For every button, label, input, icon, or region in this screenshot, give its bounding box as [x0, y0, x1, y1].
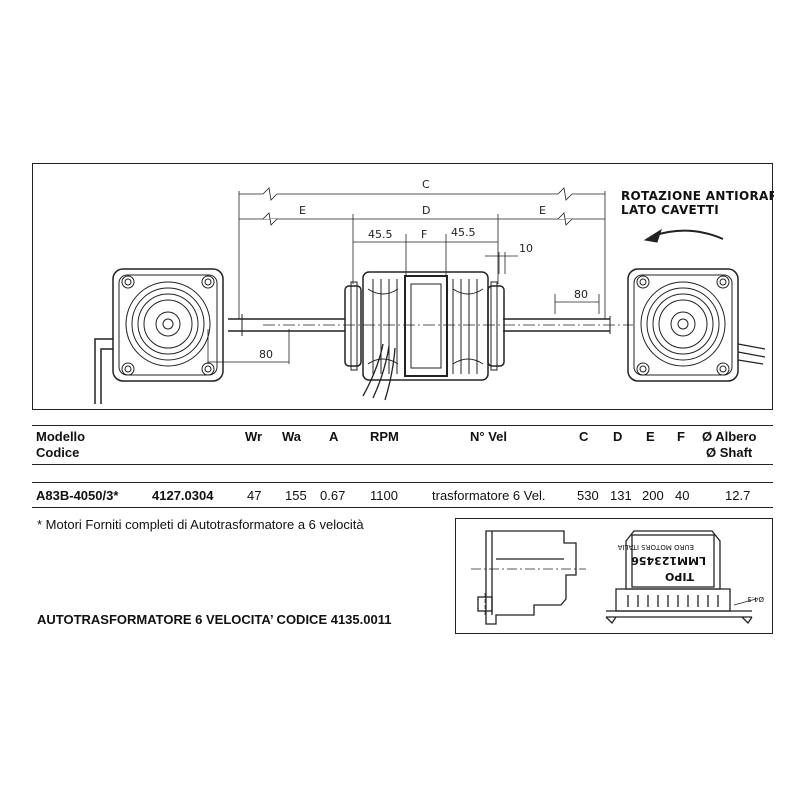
cell-d: 131 [610, 488, 632, 503]
dim-10-label: 10 [519, 242, 533, 255]
header-wr: Wr [245, 429, 263, 444]
specs-table-header: Modello Codice Wr Wa A RPM N° Vel C D E … [32, 425, 773, 465]
dim-e-right-label: E [539, 204, 546, 217]
cell-c: 530 [577, 488, 599, 503]
header-wa: Wa [282, 429, 302, 444]
transformer-side-view [471, 530, 586, 625]
transformer-brand-label: EURO MOTORS ITALIA [617, 543, 694, 551]
dim-80-right-label: 80 [574, 288, 588, 301]
motor-body [263, 271, 633, 401]
header-c: C [579, 429, 589, 444]
header-albero: Ø Albero [702, 429, 757, 444]
cell-f: 40 [675, 488, 690, 503]
cell-wr: 47 [247, 488, 262, 503]
header-a: A [329, 429, 339, 444]
dim-d-label: D [422, 204, 430, 217]
header-modello: Modello [36, 429, 86, 444]
motor-drawing-svg: C E D E 45.5 F 45.5 10 80 80 ROTAZIONE A… [94, 178, 774, 404]
autotransformer-title: AUTOTRASFORMATORE 6 VELOCITA’ CODICE 413… [37, 612, 392, 627]
cell-albero: 12.7 [725, 488, 751, 503]
header-rpm: RPM [370, 429, 399, 444]
dim-80-left-label: 80 [259, 348, 273, 361]
cell-a: 0.67 [320, 488, 346, 503]
cell-nvel: trasformatore 6 Vel. [432, 488, 546, 503]
transformer-drawing-svg: TIPO LMM123456 EURO MOTORS ITALIA Ø4.3 [471, 530, 764, 625]
cell-codice: 4127.0304 [152, 488, 214, 503]
cell-rpm: 1100 [370, 488, 398, 503]
transformer-hole-label: Ø4.3 [747, 595, 764, 603]
rotation-note-line1: ROTAZIONE ANTIORARIA [621, 189, 774, 203]
rotation-note-line2: LATO CAVETTI [621, 203, 719, 217]
cell-wa: 155 [285, 488, 307, 503]
header-shaft: Ø Shaft [706, 445, 753, 460]
cell-e: 200 [642, 488, 664, 503]
dim-f-label: F [421, 228, 427, 241]
dim-c-label: C [422, 178, 430, 191]
dim-45-left-label: 45.5 [368, 228, 393, 241]
header-f: F [677, 429, 685, 444]
header-e: E [646, 429, 655, 444]
header-d: D [613, 429, 623, 444]
transformer-model-label: LMM123456 [631, 554, 706, 567]
transformer-tipo-label: TIPO [665, 570, 694, 583]
header-codice: Codice [36, 445, 80, 460]
transformer-front-view [605, 530, 757, 625]
transformer-drawing: TIPO LMM123456 EURO MOTORS ITALIA Ø4.3 [455, 518, 773, 634]
cell-modello: A83B-4050/3* [36, 488, 119, 503]
right-end-view [627, 268, 766, 382]
specs-table-row: A83B-4050/3* 4127.0304 47 155 0.67 1100 … [32, 482, 773, 508]
dim-e-left-label: E [299, 204, 306, 217]
header-nvel: N° Vel [470, 429, 507, 444]
footnote: * Motori Forniti completi di Autotrasfor… [37, 517, 364, 532]
dim-45-right-label: 45.5 [451, 226, 476, 239]
motor-drawing: C E D E 45.5 F 45.5 10 80 80 ROTAZIONE A… [32, 163, 774, 410]
left-end-view [94, 268, 224, 404]
